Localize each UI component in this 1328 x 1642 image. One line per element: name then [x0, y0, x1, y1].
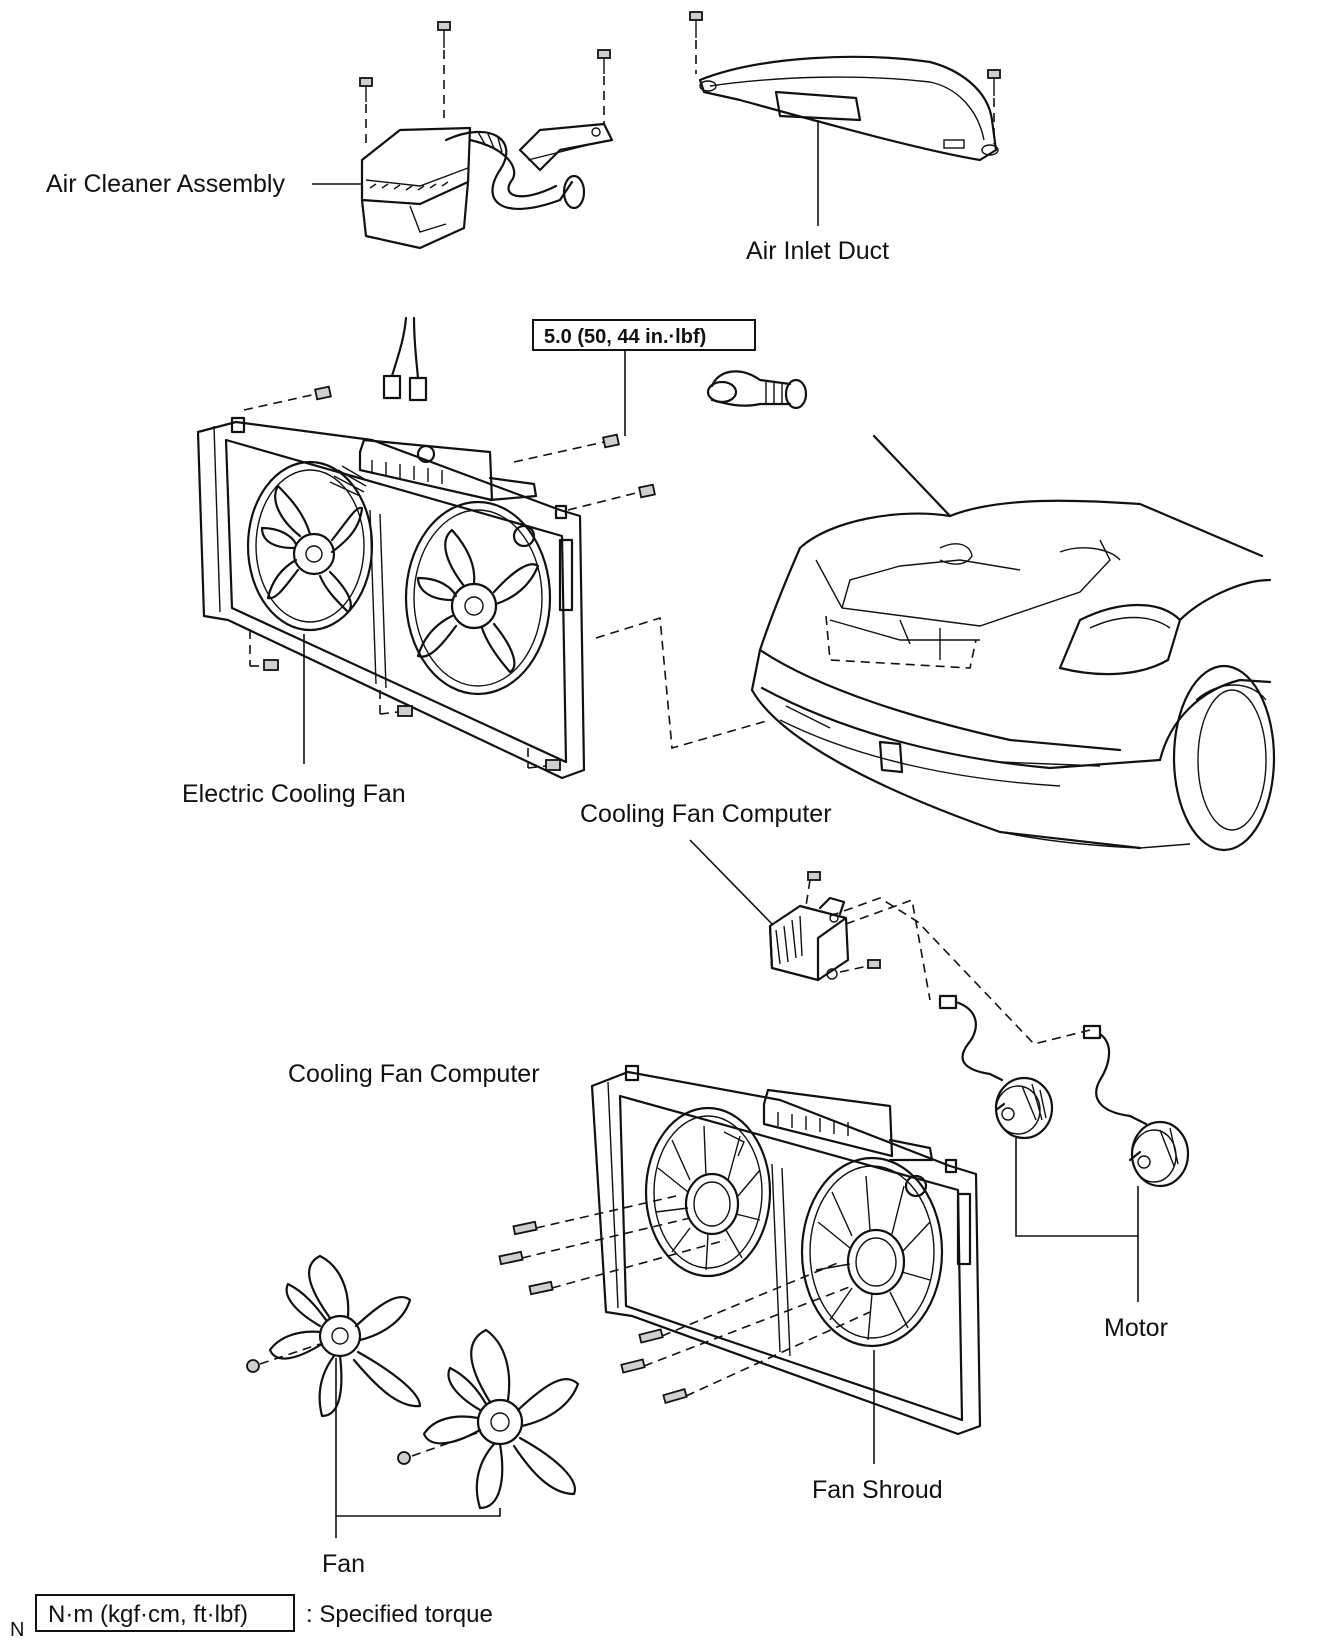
air-inlet-duct: [689, 11, 1001, 162]
motor-leader: [1015, 1138, 1139, 1237]
air-cleaner-bolt: [597, 49, 611, 124]
shroud-screw: [638, 1261, 841, 1344]
cooling-fan-computer-label-lower: Cooling Fan Computer: [288, 1060, 540, 1088]
computer-screw: [805, 871, 821, 907]
elbow-hose: [706, 370, 808, 410]
legend-unit-text: N·m (kgf·cm, ft·lbf): [48, 1601, 248, 1628]
fan-shroud-label: Fan Shroud: [812, 1476, 943, 1504]
shroud-screw: [620, 1285, 853, 1374]
air-cleaner-assembly: [359, 21, 614, 250]
fan-connector-wires: [382, 316, 428, 402]
fan-nut: [246, 1343, 321, 1373]
air-cleaner-bolt: [437, 21, 451, 118]
fan-shroud-assembly: [590, 1064, 982, 1436]
shroud-screw: [512, 1195, 677, 1236]
fan-blade: [422, 1328, 580, 1510]
torque-value-label: 5.0 (50, 44 in.·lbf): [544, 326, 706, 348]
motor-label: Motor: [1104, 1314, 1168, 1342]
electric-cooling-fan-assembly: [196, 416, 586, 780]
fan-nut: [397, 1431, 481, 1465]
shroud-screw: [498, 1217, 691, 1266]
shroud-screw: [528, 1239, 727, 1296]
vehicle-front-view: [750, 434, 1276, 852]
cooling-fan-computer-label-upper: Cooling Fan Computer: [580, 800, 832, 828]
electric-cooling-fan-label: Electric Cooling Fan: [182, 780, 406, 808]
motor-wire-path: [829, 897, 1091, 1045]
fan-motor: [1082, 1024, 1190, 1188]
air-cleaner-bolt: [359, 77, 373, 148]
legend-unit-box: [35, 1594, 295, 1632]
torque-callout-box: [532, 319, 756, 351]
fan-motor: [938, 994, 1054, 1140]
shroud-screw: [662, 1311, 871, 1404]
fan-mount-bolt: [527, 748, 561, 771]
fan-mount-bolt: [513, 433, 620, 463]
fan-mount-bolt: [243, 385, 332, 411]
air-inlet-duct-label: Air Inlet Duct: [746, 237, 889, 265]
fan-mount-bolt: [379, 690, 413, 717]
fan-blade: [268, 1254, 422, 1418]
corner-mark: N: [10, 1619, 24, 1641]
computer-screw: [839, 959, 881, 973]
duct-bolt: [689, 11, 703, 74]
fan-mount-bolt: [567, 483, 656, 511]
motor-wire-path: [845, 898, 931, 1001]
install-location-line: [595, 616, 771, 750]
cooling-fan-computer-upper-leader: [689, 839, 773, 925]
air-cleaner-assembly-label: Air Cleaner Assembly: [46, 170, 285, 198]
fan-label: Fan: [322, 1550, 365, 1578]
fan-mount-bolt: [249, 630, 279, 671]
fan-leader: [335, 1358, 501, 1517]
legend-description: : Specified torque: [306, 1601, 493, 1628]
cooling-fan-computer-unit: [768, 896, 850, 982]
